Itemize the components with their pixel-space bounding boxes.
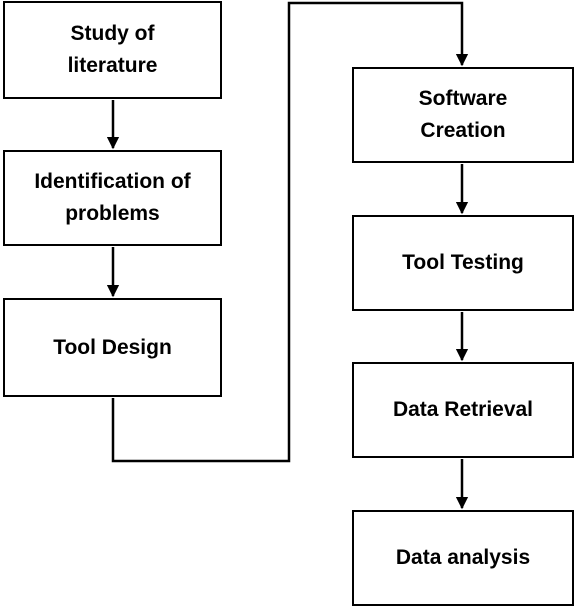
node-label: Data analysis [396, 542, 530, 574]
node-software-creation: Software Creation [352, 67, 574, 163]
node-label-line: Software [418, 87, 508, 110]
connector-design-to-software [111, 1, 469, 463]
node-label: Software Creation [419, 83, 508, 147]
node-study-of-literature: Study of literature [3, 1, 222, 99]
node-label-line: literature [67, 54, 158, 77]
node-label-line: Tool Design [53, 335, 172, 359]
node-data-analysis: Data analysis [352, 510, 574, 606]
node-label-line: Identification of [34, 170, 191, 193]
node-label: Tool Testing [402, 247, 524, 279]
node-label: Study of literature [68, 18, 158, 82]
node-label-line: Data analysis [395, 546, 531, 569]
node-label-line: Study of [70, 22, 155, 45]
node-label-line: Creation [420, 119, 506, 142]
node-tool-design: Tool Design [3, 298, 222, 397]
node-tool-testing: Tool Testing [352, 215, 574, 311]
node-label: Identification of problems [34, 166, 190, 230]
node-label-line: problems [65, 202, 160, 225]
node-label-line: Tool Testing [402, 251, 524, 274]
node-identification-of-problems: Identification of problems [3, 150, 222, 246]
node-label-line: Data Retrieval [392, 398, 534, 421]
node-data-retrieval: Data Retrieval [352, 362, 574, 458]
node-label: Tool Design [53, 332, 172, 364]
node-label: Data Retrieval [393, 394, 533, 426]
